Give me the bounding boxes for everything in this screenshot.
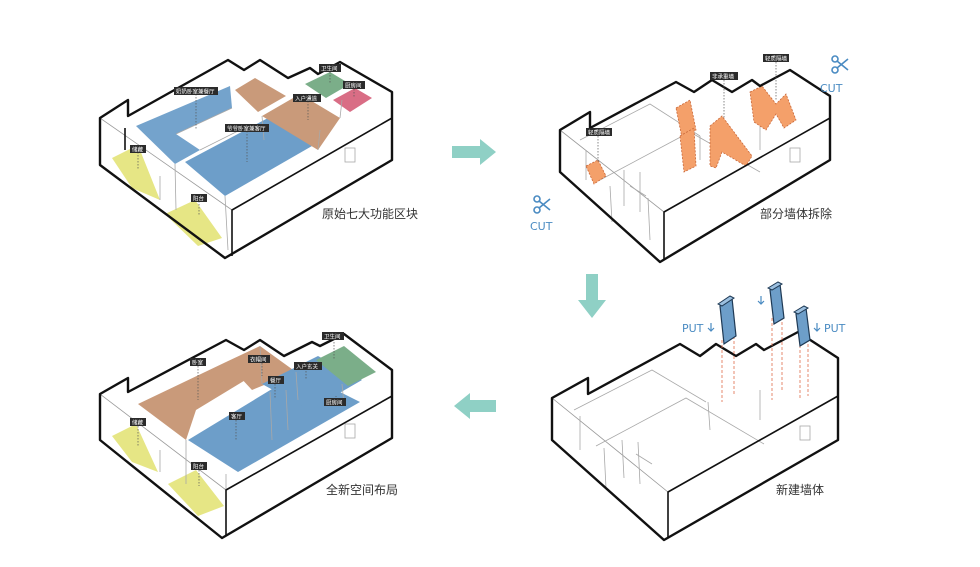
label-bathroom: 卫生间: [322, 332, 344, 341]
arrow-right-icon: [452, 139, 496, 165]
label-bathroom: 卫生间: [319, 64, 341, 73]
svg-text:储藏: 储藏: [132, 419, 144, 427]
label-living: 客厅: [229, 412, 245, 421]
zone-bathroom: [305, 72, 350, 98]
put-label-left: PUT: [682, 322, 704, 335]
label-dining: 餐厅: [268, 376, 284, 385]
zone-entry: [262, 94, 340, 150]
svg-text:入户通道: 入户通道: [295, 95, 318, 103]
demolished-wall-1: [585, 159, 607, 185]
label-storage: 储藏: [130, 418, 146, 427]
floor-outline: [550, 330, 840, 542]
cut-label-top: CUT: [820, 82, 843, 95]
arrow-down-icon: [578, 274, 606, 318]
svg-text:阳台: 阳台: [193, 463, 205, 471]
demolished-wall-5: [749, 85, 797, 131]
svg-text:卫生间: 卫生间: [324, 333, 341, 341]
svg-text:厨房间: 厨房间: [345, 82, 362, 90]
svg-text:卧室: 卧室: [192, 359, 204, 367]
label-kitchen: 厨房间: [324, 398, 346, 407]
diagram-new-layout: 卧室 衣帽间 餐厅 入户玄关 卫生间 厨房间 客厅 储藏: [98, 332, 398, 540]
demolished-wall-3: [679, 127, 697, 173]
svg-text:卫生间: 卫生间: [321, 65, 338, 73]
label-light-wall-2: 轻质隔墙: [763, 54, 789, 63]
base-slab: [551, 395, 839, 541]
down-arrow-icon: [707, 323, 715, 332]
svg-text:奶奶卧室兼餐厅: 奶奶卧室兼餐厅: [176, 88, 215, 96]
svg-text:衣帽间: 衣帽间: [250, 356, 267, 364]
zone-master-living: [185, 118, 312, 196]
floor-outline: [98, 58, 394, 260]
diagram-original-zones: 奶奶卧室兼餐厅 爷爷卧室兼客厅 卫生间 厨房间 入户通道 储藏 阳台 原始七大功…: [98, 58, 418, 260]
label-storage: 储藏: [130, 145, 146, 154]
zone-bathroom-new: [316, 346, 376, 386]
cut-label-left: CUT: [530, 220, 553, 233]
svg-text:轻质隔墙: 轻质隔墙: [765, 55, 788, 63]
label-living-dining: 奶奶卧室兼餐厅: [174, 87, 218, 96]
svg-text:厨房间: 厨房间: [326, 399, 343, 407]
label-non-bearing: 非承重墙: [710, 72, 738, 81]
demolished-wall-4: [709, 115, 753, 169]
scissors-icon: [831, 55, 849, 74]
zone-living-dining: [136, 86, 232, 164]
diagram-new-walls: PUT PUT 新建墙体: [550, 281, 846, 542]
label-entry: 入户通道: [293, 94, 321, 103]
label-bedroom: 卧室: [190, 358, 206, 367]
svg-text:餐厅: 餐厅: [270, 377, 282, 385]
down-arrow-icon: [757, 296, 765, 305]
arrow-left-icon: [454, 393, 496, 419]
diagram-demolition: 轻质隔墙 非承重墙 轻质隔墙 CUT CUT 部分墙体拆除: [530, 54, 849, 264]
svg-text:爷爷卧室兼客厅: 爷爷卧室兼客厅: [227, 125, 266, 133]
floor-outline: [558, 68, 832, 264]
svg-text:客厅: 客厅: [231, 413, 243, 421]
zone-kitchen: [333, 88, 372, 112]
caption-layout: 全新空间布局: [326, 482, 398, 497]
zone-balcony: [165, 200, 222, 246]
label-light-wall-1: 轻质隔墙: [586, 128, 612, 137]
zone-bedroom: [138, 362, 252, 440]
zone-storage: [112, 424, 158, 472]
svg-text:入户玄关: 入户玄关: [296, 363, 319, 371]
svg-text:轻质隔墙: 轻质隔墙: [588, 129, 611, 137]
svg-text:阳台: 阳台: [193, 195, 205, 203]
caption-demolish: 部分墙体拆除: [760, 206, 832, 221]
zone-balcony: [168, 470, 224, 516]
label-balcony: 阳台: [191, 462, 207, 471]
demolished-wall-2: [675, 99, 697, 139]
label-balcony: 阳台: [191, 194, 207, 203]
down-arrow-icon: [813, 323, 821, 332]
label-master-living: 爷爷卧室兼客厅: [225, 124, 269, 133]
caption-original: 原始七大功能区块: [322, 207, 418, 221]
svg-text:非承重墙: 非承重墙: [712, 73, 735, 81]
caption-build: 新建墙体: [776, 482, 824, 497]
label-kitchen: 厨房间: [343, 81, 365, 90]
zone-storage: [112, 145, 160, 200]
label-entry: 入户玄关: [294, 362, 322, 371]
floor-outline: [98, 332, 394, 540]
label-wardrobe: 衣帽间: [248, 355, 270, 364]
svg-text:储藏: 储藏: [132, 146, 144, 154]
zone-brown-room: [235, 78, 286, 112]
put-label-right: PUT: [824, 322, 846, 335]
scissors-icon: [533, 195, 551, 214]
